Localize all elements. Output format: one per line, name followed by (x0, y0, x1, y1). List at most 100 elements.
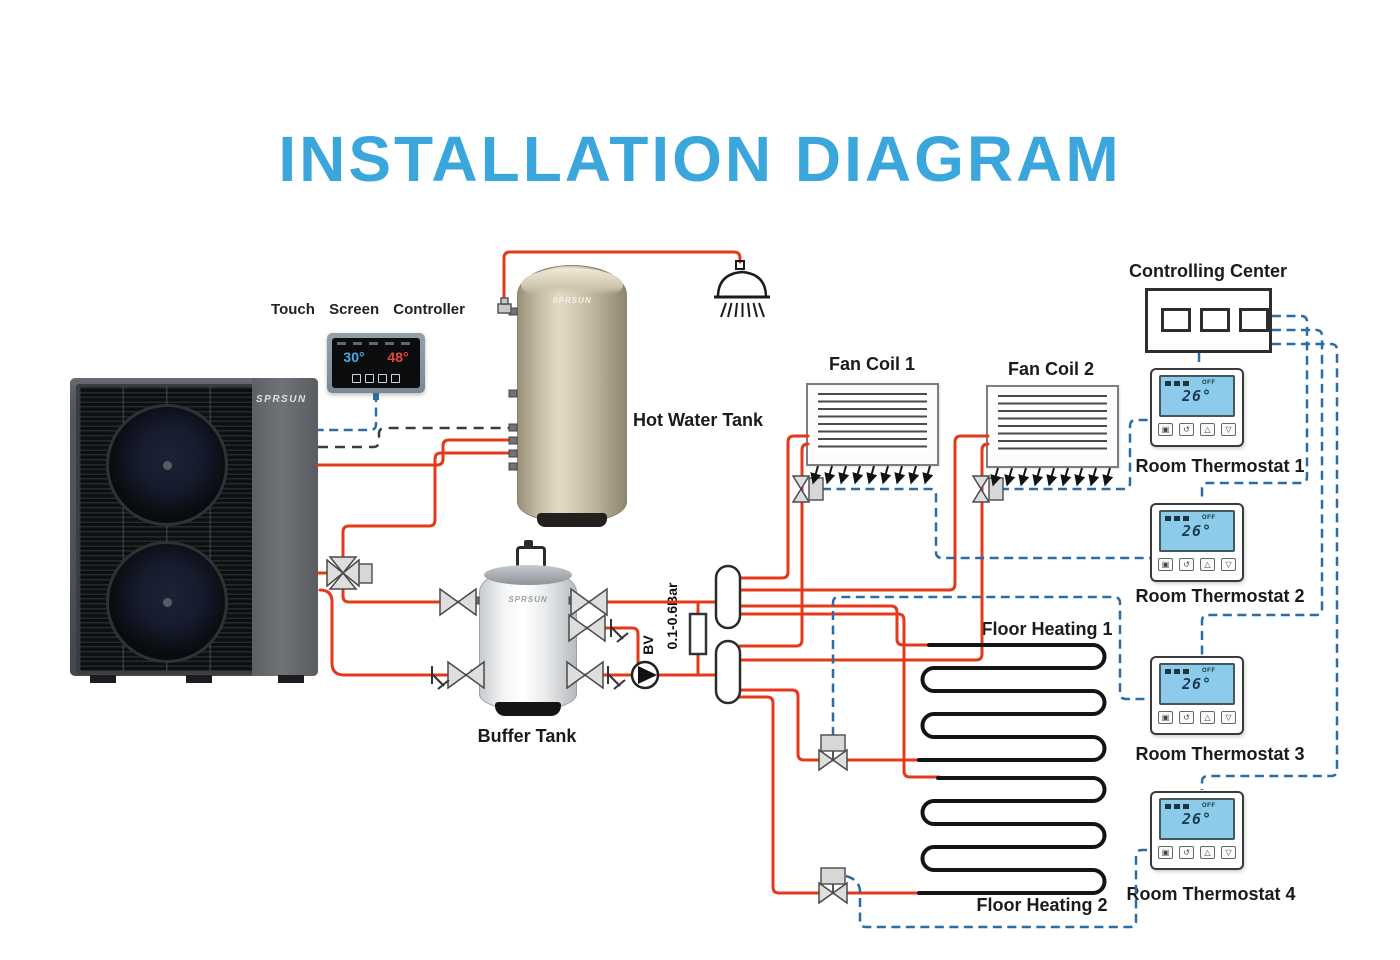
pipe-hp-to-tank (316, 438, 515, 467)
heat-pump-unit: SPRSUN (70, 378, 318, 683)
wire-fancoil1-to-thermostat2 (822, 487, 1150, 560)
thermostat-temp: 26° (1181, 675, 1213, 693)
touch-screen-controller-label: Touch Screen Controller (271, 301, 465, 318)
pipe-manifold-to-fancoil1 (738, 434, 810, 580)
heat-pump-grille (76, 384, 258, 674)
buffer-tank-brand-logo: SPRSUN (508, 595, 548, 604)
hot-water-tank-label: Hot Water Tank (633, 410, 764, 430)
pipe-buffer-mid (573, 626, 640, 677)
room-thermostat-3-label: Room Thermostat 3 (1135, 744, 1305, 764)
pipe-floor1-return (738, 688, 920, 762)
thermostat-power-button: ↺ (1179, 423, 1194, 436)
floor-heating-valve-2 (818, 867, 848, 904)
bypass-pressure-label: 0.1-0.6Bar (664, 582, 680, 650)
controlling-center-module (1239, 308, 1269, 332)
room-thermostat-2: OFF 26° ▣ ↺ △ ▽ (1150, 503, 1244, 582)
hot-water-tank-brand-logo: SPRSUN (552, 296, 592, 305)
thermostat-lcd: OFF 26° (1159, 510, 1235, 552)
floor-heating-1-label: Floor Heating 1 (981, 619, 1113, 639)
thermostat-power-button: ↺ (1179, 558, 1194, 571)
fan-coil-louvers (998, 395, 1107, 454)
buffer-tank-handle-knob (524, 540, 533, 547)
room-thermostat-1-label: Room Thermostat 1 (1135, 456, 1305, 476)
thermostat-down-button: ▽ (1221, 558, 1236, 571)
thermostat-lcd: OFF 26° (1159, 798, 1235, 840)
pipe-manifold-to-floor2 (738, 612, 941, 779)
thermostat-status: OFF (1202, 515, 1216, 521)
buffer-tank: SPRSUN (479, 565, 577, 716)
wire-tank-sensor (318, 426, 511, 449)
room-thermostat-3: OFF 26° ▣ ↺ △ ▽ (1150, 656, 1244, 735)
thermostat-mode-button: ▣ (1158, 846, 1173, 859)
heat-pump-side-panel: SPRSUN (252, 378, 318, 676)
thermostat-down-button: ▽ (1221, 711, 1236, 724)
return-manifold (714, 639, 742, 705)
room-thermostat-4-label: Room Thermostat 4 (1126, 884, 1296, 904)
heat-pump-foot (278, 675, 304, 683)
thermostat-temp: 26° (1181, 387, 1213, 405)
room-thermostat-4: OFF 26° ▣ ↺ △ ▽ (1150, 791, 1244, 870)
pipe-fancoil1-return (738, 442, 810, 648)
floor-heating-2-coil (917, 776, 1107, 895)
pipe-3way-to-buffer (341, 588, 479, 604)
fan-coil-1-label: Fan Coil 1 (828, 354, 916, 374)
thermostat-up-button: △ (1200, 846, 1215, 859)
controlling-center-label: Controlling Center (1129, 261, 1287, 281)
thermostat-mode-button: ▣ (1158, 423, 1173, 436)
supply-manifold (714, 564, 742, 630)
heat-pump-fan-icon (106, 541, 228, 663)
room-thermostat-1: OFF 26° ▣ ↺ △ ▽ (1150, 368, 1244, 447)
thermostat-power-button: ↺ (1179, 846, 1194, 859)
wire-floor1-valve-to-thermostat3 (831, 595, 1150, 736)
fan-coil-louvers (818, 393, 927, 452)
thermostat-lcd: OFF 26° (1159, 375, 1235, 417)
controlling-center-module (1161, 308, 1191, 332)
controller-button-icons (332, 374, 420, 383)
thermostat-status: OFF (1202, 803, 1216, 809)
pump-label: BV (640, 635, 656, 655)
heat-pump-foot (186, 675, 212, 683)
thermostat-temp: 26° (1181, 522, 1213, 540)
hot-water-tank: SPRSUN (517, 265, 627, 527)
heat-pump-foot (90, 675, 116, 683)
fan-coil-1 (806, 383, 939, 466)
thermostat-down-button: ▽ (1221, 423, 1236, 436)
touch-screen-controller: 30° 48° (327, 333, 425, 393)
pipe-fancoil2-return (738, 442, 990, 662)
circulation-pump-icon (630, 660, 660, 690)
thermostat-power-button: ↺ (1179, 711, 1194, 724)
thermostat-status: OFF (1202, 668, 1216, 674)
controller-temp-left: 30° (343, 349, 365, 365)
thermostat-temp: 26° (1181, 810, 1213, 828)
thermostat-down-button: ▽ (1221, 846, 1236, 859)
thermostat-status: OFF (1202, 380, 1216, 386)
controlling-center-module (1200, 308, 1230, 332)
thermostat-up-button: △ (1200, 423, 1215, 436)
thermostat-lcd: OFF 26° (1159, 663, 1235, 705)
controller-screen: 30° 48° (332, 338, 420, 388)
pipe-hp-return (318, 588, 481, 677)
fan-coil-zone-valve-1 (792, 475, 824, 503)
controlling-center (1145, 288, 1272, 353)
fan-coil-zone-valve-2 (972, 475, 1004, 503)
thermostat-mode-button: ▣ (1158, 558, 1173, 571)
controller-wire-stub (373, 393, 379, 400)
room-thermostat-2-label: Room Thermostat 2 (1135, 586, 1305, 606)
floor-heating-coils (917, 643, 1107, 895)
relief-valve-fitting (497, 297, 512, 314)
three-way-valve (326, 556, 373, 590)
heat-pump-brand-logo: SPRSUN (256, 394, 307, 405)
controller-statusbar (337, 342, 415, 345)
wire-controller-to-heatpump (318, 393, 378, 432)
buffer-tank-label: Buffer Tank (477, 726, 577, 746)
heat-pump-fan-icon (106, 404, 228, 526)
page-title: INSTALLATION DIAGRAM (278, 123, 1122, 195)
floor-heating-valve-1 (818, 734, 848, 771)
shower-head-icon (714, 260, 770, 318)
controller-temp-right: 48° (387, 349, 409, 365)
thermostat-up-button: △ (1200, 711, 1215, 724)
bypass-valve (688, 612, 708, 656)
pipe-tank-to-3way (341, 451, 515, 558)
thermostat-up-button: △ (1200, 558, 1215, 571)
